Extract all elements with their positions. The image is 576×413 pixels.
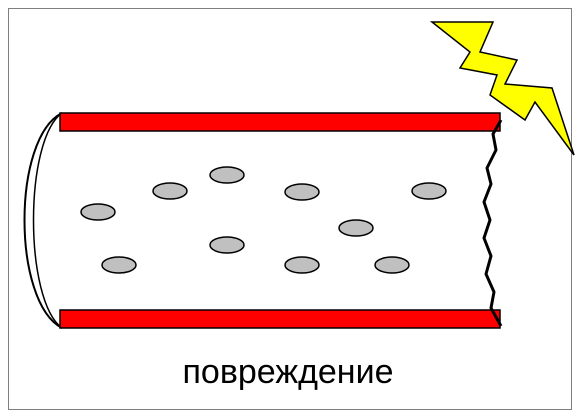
vessel-torn-edge <box>484 120 501 326</box>
blood-cell <box>339 220 373 236</box>
lightning-bolt-icon <box>432 22 574 155</box>
blood-cell <box>285 184 319 200</box>
blood-cell <box>285 257 319 273</box>
blood-cell <box>102 257 136 273</box>
blood-cell <box>153 183 187 199</box>
vessel-wall-bottom <box>60 310 500 328</box>
blood-cell <box>375 257 409 273</box>
blood-cell <box>81 204 115 220</box>
blood-cell <box>210 237 244 253</box>
blood-cell <box>210 167 244 183</box>
blood-cells <box>81 167 446 273</box>
blood-cell <box>412 183 446 199</box>
vessel-wall-top <box>60 113 500 131</box>
caption: повреждение <box>0 352 576 392</box>
